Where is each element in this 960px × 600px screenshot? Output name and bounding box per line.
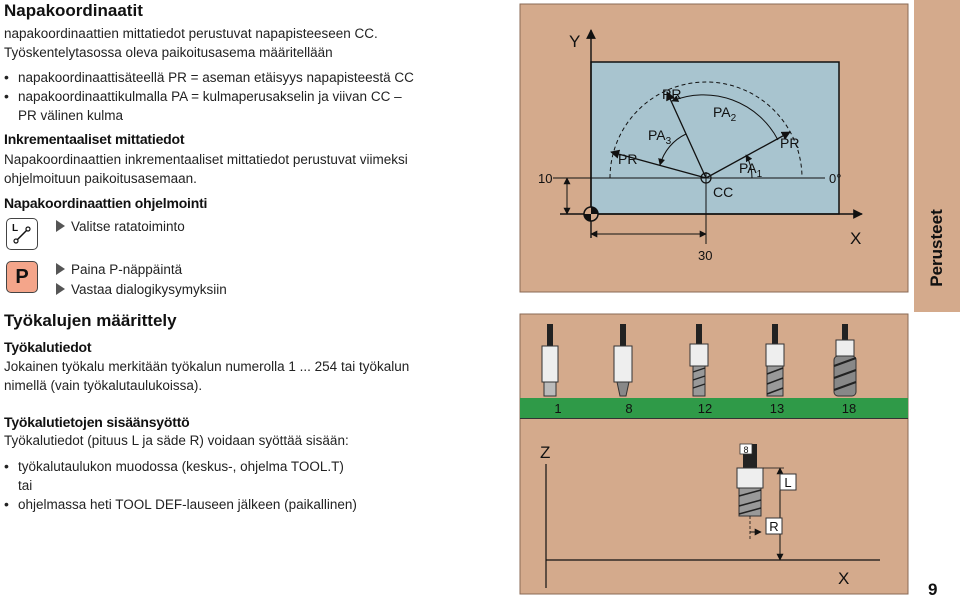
bullet-pa-cont: PR välinen kulma — [18, 108, 124, 123]
p-key: P — [6, 261, 38, 293]
section-title-tools: Työkalujen määrittely — [4, 311, 177, 330]
tool-number: 18 — [842, 401, 856, 416]
tool-12-icon — [689, 324, 709, 397]
bullet-dot-icon: • — [4, 88, 9, 104]
incremental-line-1: Napakoordinaattien inkrementaaliset mitt… — [4, 152, 408, 167]
angle-pa3-arc — [658, 133, 687, 166]
tool-number: 12 — [698, 401, 712, 416]
pr-top-label: PR — [662, 86, 681, 102]
pa1-label: PA1 — [739, 160, 763, 180]
bullet-pa: •napakoordinaattikulmalla PA = kulmaperu… — [4, 88, 402, 104]
x-axis-label: X — [850, 229, 861, 248]
bullet-dot-icon: • — [4, 69, 9, 85]
pa2-label: PA2 — [713, 104, 737, 124]
side-tab — [914, 0, 960, 312]
pr-right-label: PR — [780, 135, 799, 151]
section-title-polar: Napakoordinaatit — [4, 1, 143, 20]
step-press-p: Paina P-näppäintä — [56, 261, 182, 278]
cc-label: CC — [713, 184, 733, 200]
bullet-dot-icon: • — [4, 496, 9, 512]
tool-entry-line: Työkalutiedot (pituus L ja säde R) voida… — [4, 433, 349, 448]
tool-number: 1 — [554, 401, 561, 416]
tool-data-line-2: nimellä (vain työkalutaulukoissa). — [4, 378, 203, 393]
tool-detail-number: 8 — [743, 445, 748, 455]
tool-number: 8 — [625, 401, 632, 416]
tool-data-heading: Työkalutiedot — [4, 339, 92, 355]
incremental-line-2: ohjelmoituun paikoitusasemaan. — [4, 171, 197, 186]
tool-number-band — [520, 398, 908, 418]
tool-number: 13 — [770, 401, 784, 416]
intro-line-1: napakoordinaattien mittatiedot perustuva… — [4, 26, 378, 41]
step-select-path: Valitse ratatoiminto — [56, 218, 185, 235]
programming-heading: Napakoordinaattien ohjelmointi — [4, 195, 208, 211]
line-path-icon: L — [12, 223, 31, 244]
tool-18-icon — [833, 324, 857, 397]
pr-left-label: PR — [618, 151, 637, 167]
bullet-tool-table: •työkalutaulukon muodossa (keskus-, ohje… — [4, 458, 344, 474]
bullet-tool-def: •ohjelmassa heti TOOL DEF-lauseen jälkee… — [4, 496, 357, 512]
path-function-key: L — [6, 218, 38, 250]
z-axis-label: Z — [540, 443, 550, 462]
angle-pa1-arc — [745, 154, 753, 179]
bullet-pr: •napakoordinaattisäteellä PR = aseman et… — [4, 69, 414, 85]
radius-label: R — [769, 519, 778, 534]
x-value-label: 30 — [698, 248, 712, 263]
intro-line-2: Työskentelytasossa oleva paikoitusasema … — [4, 45, 333, 60]
bullet-dot-icon: • — [4, 458, 9, 474]
x-axis-label: X — [838, 569, 849, 588]
tool-data-line-1: Jokainen työkalu merkitään työkalun nume… — [4, 359, 410, 374]
angle-pa2-arc — [671, 94, 779, 141]
y-axis-label: Y — [569, 32, 580, 51]
length-label: L — [784, 475, 791, 490]
step-arrow-icon — [56, 263, 65, 275]
side-tab-label: Perusteet — [927, 209, 946, 287]
tool-entry-heading: Työkalutietojen sisäänsyöttö — [4, 414, 190, 430]
tool-8-icon — [613, 324, 633, 397]
svg-text:L: L — [12, 223, 18, 234]
tool-1-icon — [541, 324, 559, 397]
radius-arc — [609, 81, 803, 179]
step-answer-dialog: Vastaa dialogikysymyksiin — [56, 281, 227, 298]
pa3-label: PA3 — [648, 127, 672, 147]
or-text: tai — [18, 478, 33, 493]
tool-13-icon — [765, 324, 785, 397]
step-arrow-icon — [56, 283, 65, 295]
polar-diagram: Y X PR PA2 PA3 PR PR PA1 CC 10 0° 30 — [519, 3, 909, 293]
incremental-heading: Inkrementaaliset mittatiedot — [4, 131, 185, 147]
step-arrow-icon — [56, 220, 65, 232]
zero-degree-label: 0° — [829, 171, 841, 186]
page-number: 9 — [928, 580, 938, 599]
workpiece-area — [590, 61, 840, 215]
ray-pr-top — [666, 91, 707, 179]
y-value-label: 10 — [538, 171, 552, 186]
tool-diagram: 1 8 12 13 18 Z X 8 L R — [519, 313, 909, 595]
